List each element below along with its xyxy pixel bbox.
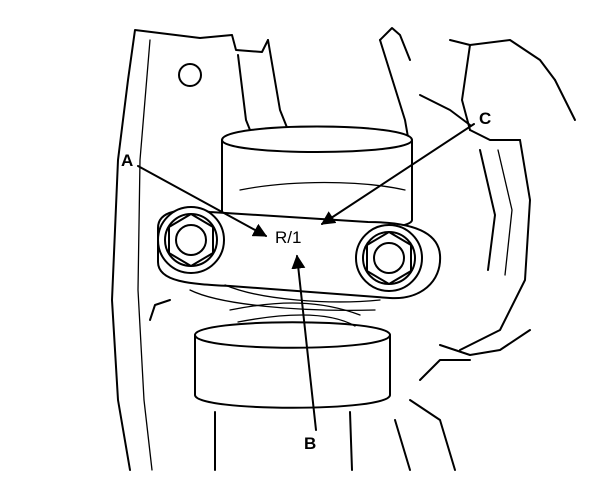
callout-label-a: A	[121, 151, 133, 170]
callout-arrows	[137, 123, 475, 431]
cap-marking-text: R/1	[275, 228, 301, 247]
right-cap-bolt	[355, 224, 423, 292]
callout-label-c: C	[479, 109, 491, 128]
callout-label-b: B	[304, 434, 316, 453]
arrow-a	[137, 165, 268, 237]
arrow-c	[320, 123, 475, 225]
lower-crank-journal	[194, 302, 391, 471]
arrow-b	[291, 254, 317, 431]
engine-block-outline	[111, 27, 576, 471]
left-cap-bolt	[157, 206, 225, 274]
bolt-hole	[178, 63, 202, 87]
